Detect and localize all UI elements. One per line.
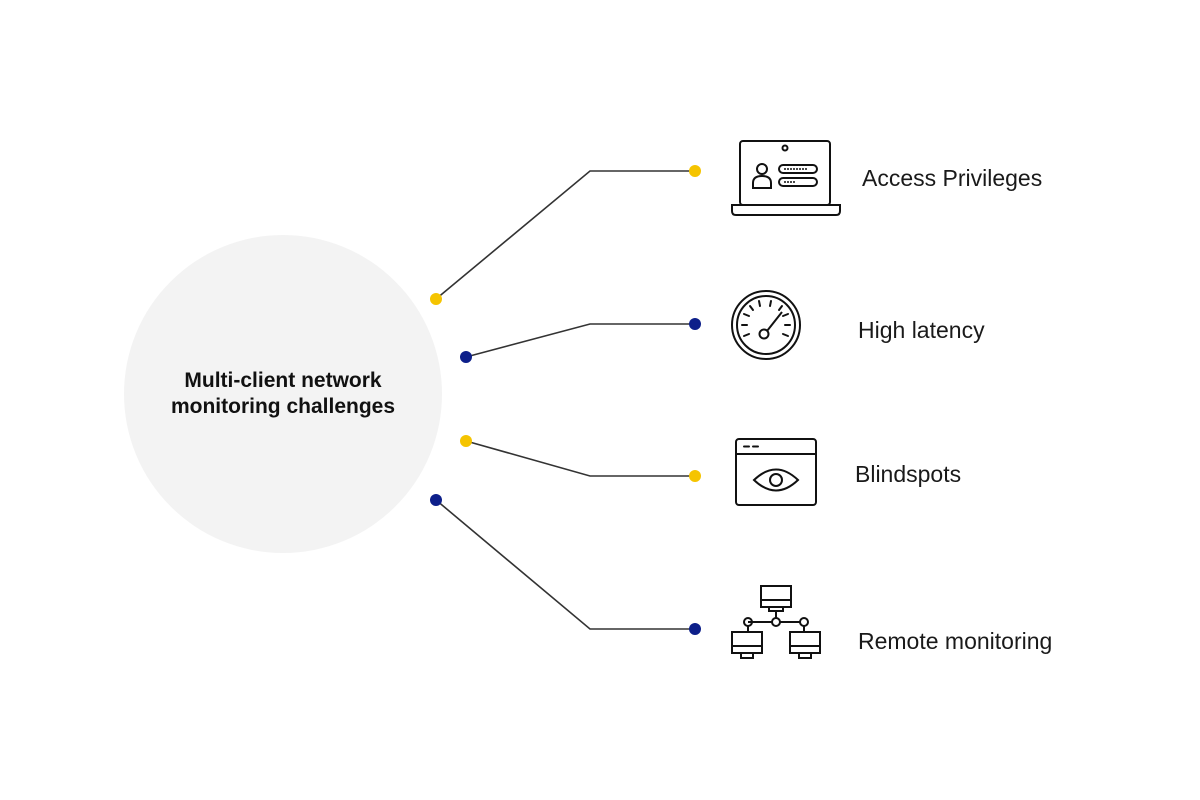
connector-blindspots [465,440,695,477]
end-dot-high-latency [689,318,701,330]
hub-circle [124,235,442,553]
laptop-login-icon [728,138,844,218]
hub-dot-high-latency [460,351,472,363]
speedometer-icon [728,288,804,362]
connector-remote-monitoring [435,499,695,630]
network-topology-icon [728,584,824,664]
end-dot-remote-monitoring [689,623,701,635]
label-access-privileges: Access Privileges [862,165,1043,191]
label-high-latency: High latency [858,317,985,343]
end-dot-access-privileges [689,165,701,177]
hub-dot-blindspots [460,435,472,447]
hub-dot-remote-monitoring [430,494,442,506]
connector-access-privileges [435,170,695,300]
browser-eye-icon [734,437,818,507]
hub-title: Multi-client network monitoring challeng… [170,369,396,418]
connector-high-latency [465,323,695,358]
label-remote-monitoring: Remote monitoring [858,628,1053,654]
hub-dot-access-privileges [430,293,442,305]
label-blindspots: Blindspots [855,461,962,487]
end-dot-blindspots [689,470,701,482]
